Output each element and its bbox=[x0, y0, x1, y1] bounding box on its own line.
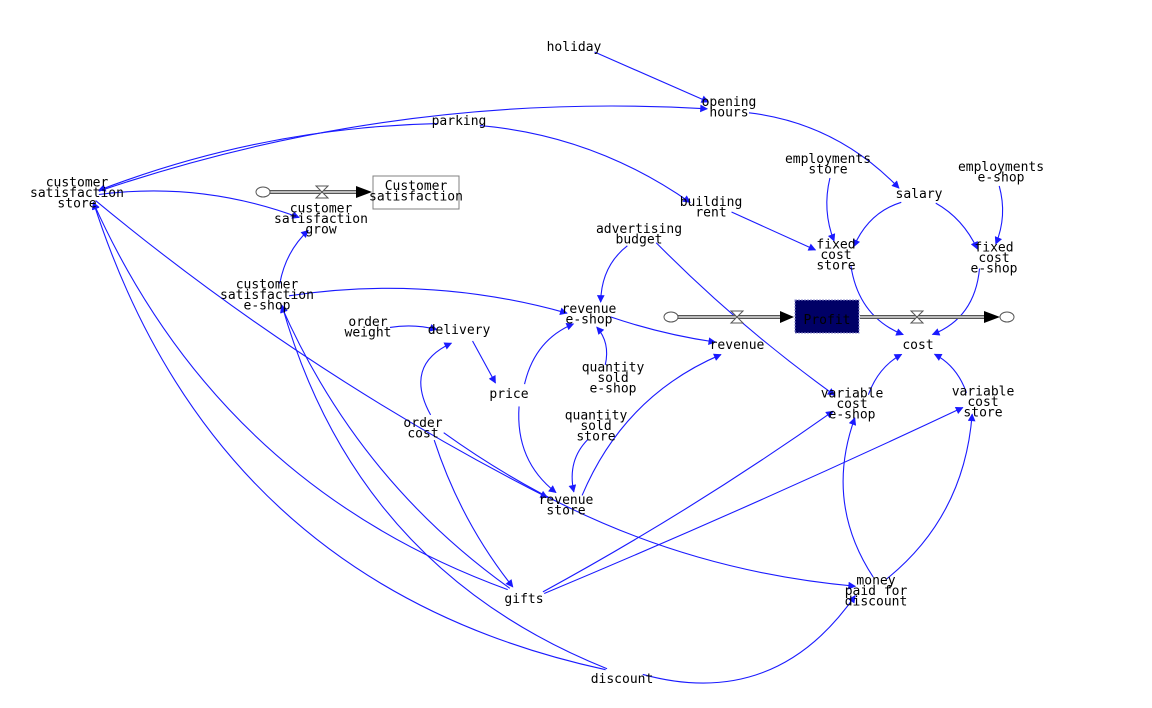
link-parking-to-building-rent[interactable] bbox=[479, 124, 691, 203]
link-order-cost-to-gifts[interactable] bbox=[433, 439, 514, 588]
link-discount-to-money-discount[interactable] bbox=[642, 594, 856, 684]
valve-icon[interactable] bbox=[909, 310, 925, 324]
link-css-eshop-to-cs-grow[interactable] bbox=[279, 229, 309, 284]
link-css-store-to-opening-hours[interactable] bbox=[98, 104, 708, 192]
flow-revenue[interactable]: revenue bbox=[710, 338, 765, 353]
flow-cost[interactable]: cost bbox=[902, 338, 933, 353]
link-price-to-revenue-eshop[interactable] bbox=[524, 322, 575, 385]
flow-pipe-customer-satisfaction bbox=[255, 185, 372, 199]
flow-pipes bbox=[255, 185, 1015, 324]
link-css-store-to-cs-grow[interactable] bbox=[98, 190, 300, 219]
link-parking-to-css-store[interactable] bbox=[97, 123, 438, 192]
variable-gifts[interactable]: gifts bbox=[504, 592, 543, 607]
link-revenue-eshop-to-revenue[interactable] bbox=[610, 316, 717, 345]
link-revenue-store-to-revenue[interactable] bbox=[581, 353, 722, 496]
cloud-sink-icon bbox=[999, 311, 1015, 323]
link-css-store-to-revenue-store[interactable] bbox=[95, 200, 549, 498]
link-qty-eshop-to-revenue-eshop[interactable] bbox=[596, 326, 608, 366]
link-salary-to-fixed-cost-store[interactable] bbox=[852, 201, 902, 248]
variable-salary[interactable]: salary bbox=[896, 187, 943, 202]
link-holiday-to-opening-hours[interactable] bbox=[594, 51, 710, 103]
variable-delivery[interactable]: delivery bbox=[428, 323, 491, 338]
link-opening-hours-to-salary[interactable] bbox=[748, 112, 900, 189]
link-salary-to-fixed-cost-eshop[interactable] bbox=[935, 202, 978, 250]
link-money-discount-to-var-cost-store[interactable] bbox=[886, 413, 976, 580]
valve-icon[interactable] bbox=[729, 310, 745, 324]
variable-parking[interactable]: parking bbox=[432, 114, 487, 129]
variable-price[interactable]: price bbox=[489, 387, 528, 402]
link-employments-eshop-to-fixed-cost-eshop[interactable] bbox=[994, 185, 1004, 245]
link-price-to-revenue-store[interactable] bbox=[518, 406, 557, 494]
link-money-discount-to-var-cost-eshop[interactable] bbox=[842, 417, 874, 578]
stock-profit[interactable] bbox=[794, 299, 860, 334]
variable-discount[interactable]: discount bbox=[591, 672, 654, 687]
link-gifts-to-var-cost-eshop[interactable] bbox=[542, 410, 834, 593]
variable-holiday[interactable]: holiday bbox=[547, 40, 602, 55]
link-order-weight-to-delivery[interactable] bbox=[389, 324, 438, 332]
stock-customer-satisfaction[interactable] bbox=[372, 175, 460, 210]
link-order-cost-to-money-discount[interactable] bbox=[443, 432, 857, 590]
link-employments-store-to-fixed-cost-store[interactable] bbox=[826, 177, 836, 242]
link-gifts-to-css-eshop[interactable] bbox=[280, 304, 511, 589]
link-discount-to-css-store[interactable] bbox=[91, 201, 606, 671]
link-var-cost-store-to-cost[interactable] bbox=[933, 353, 967, 393]
link-gifts-to-var-cost-store[interactable] bbox=[544, 406, 964, 594]
stock-label-profit[interactable]: Profit bbox=[804, 313, 851, 328]
link-var-cost-eshop-to-cost[interactable] bbox=[867, 353, 903, 395]
cloud-source-icon bbox=[663, 311, 679, 323]
link-order-cost-to-delivery[interactable] bbox=[420, 342, 453, 416]
link-fixed-cost-store-to-cost[interactable] bbox=[850, 265, 904, 336]
link-gifts-to-css-store[interactable] bbox=[92, 201, 508, 591]
flow-pipe-profit bbox=[663, 310, 1015, 324]
link-building-rent-to-fixed-cost-store[interactable] bbox=[731, 211, 817, 251]
valve-icon[interactable] bbox=[314, 185, 330, 199]
link-css-eshop-to-revenue-eshop[interactable] bbox=[288, 287, 568, 316]
link-advertising-budget-to-revenue-eshop[interactable] bbox=[596, 245, 628, 303]
link-discount-to-css-eshop[interactable] bbox=[280, 304, 608, 670]
link-fixed-cost-eshop-to-cost[interactable] bbox=[931, 268, 981, 336]
link-qty-store-to-revenue-store[interactable] bbox=[568, 438, 589, 493]
link-delivery-to-price[interactable] bbox=[472, 340, 496, 384]
cloud-source-icon bbox=[255, 186, 271, 198]
